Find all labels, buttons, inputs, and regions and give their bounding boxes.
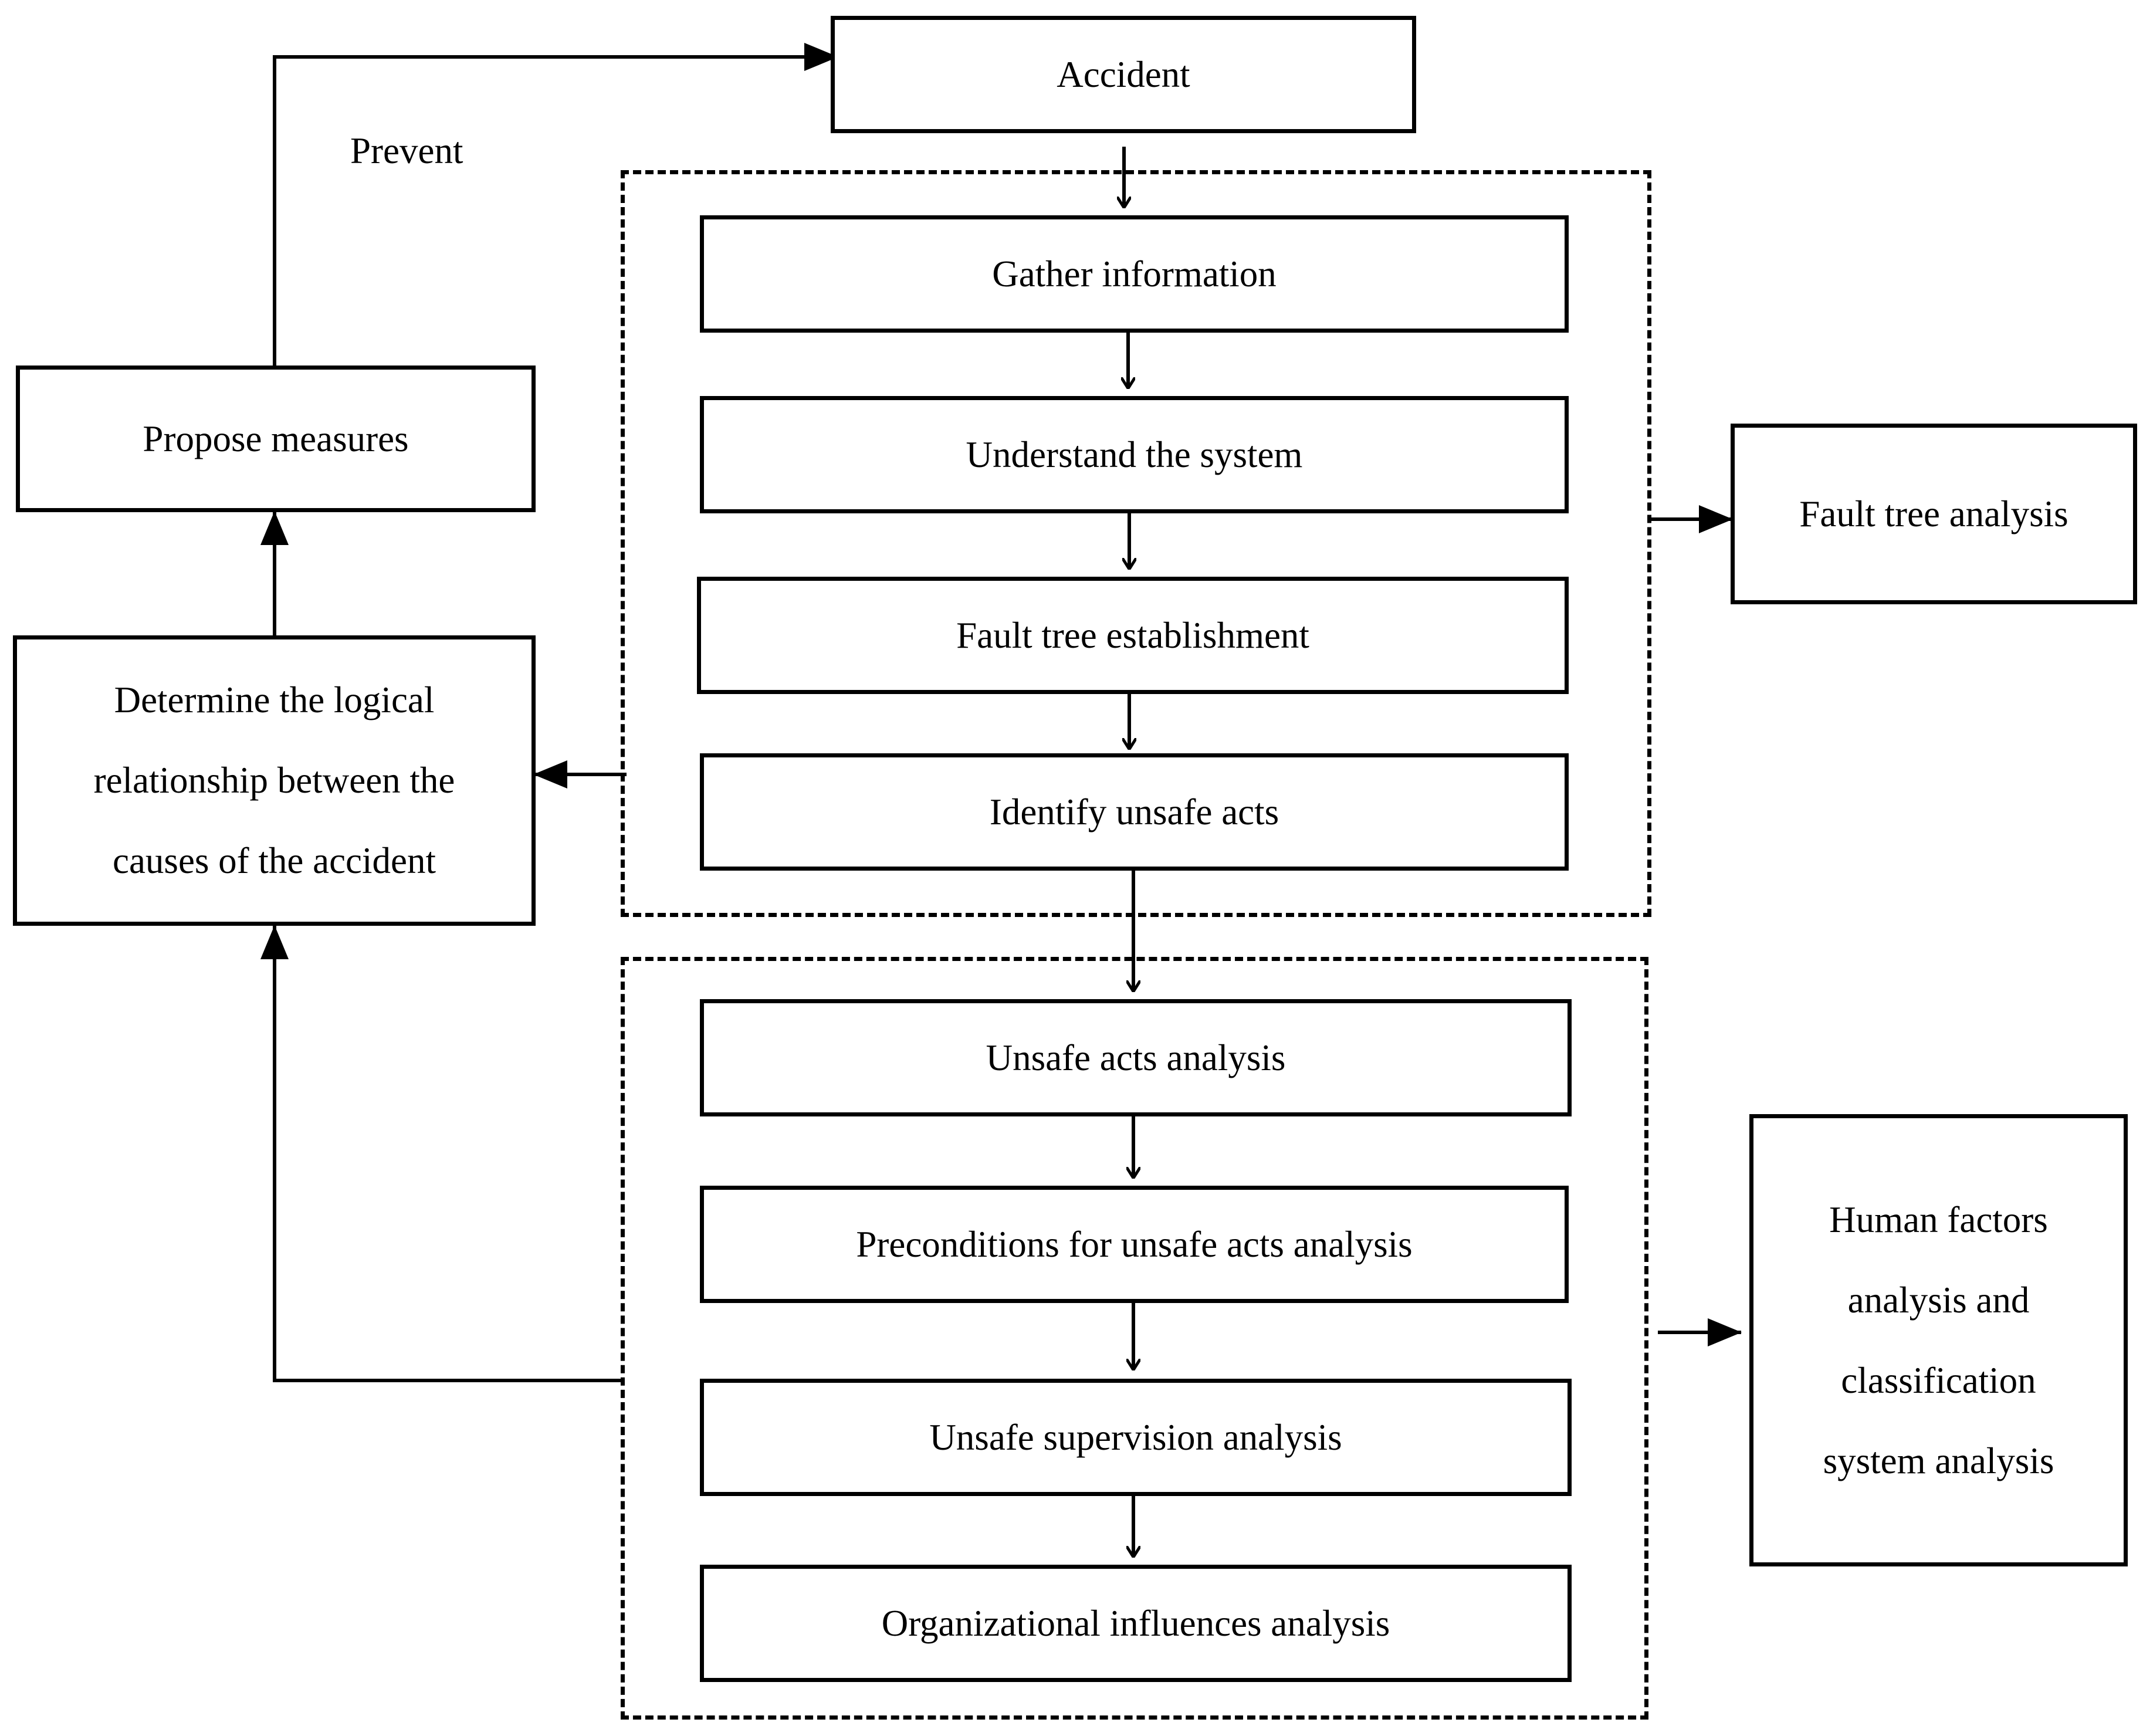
prevent-label: Prevent: [350, 130, 463, 171]
preconditions-analysis-node: Preconditions for unsafe acts analysis: [700, 1186, 1569, 1303]
identify-unsafe-acts-node: Identify unsafe acts: [700, 753, 1569, 871]
gather-information-label: Gather information: [992, 253, 1277, 295]
propose-measures-label: Propose measures: [143, 418, 409, 459]
gather-information-node: Gather information: [700, 215, 1569, 333]
propose-measures-node: Propose measures: [16, 366, 536, 512]
fault-tree-establishment-label: Fault tree establishment: [956, 614, 1309, 656]
hfacs-analysis-label: Human factors analysis and classificatio…: [1823, 1199, 2054, 1481]
determine-relationship-node: Determine the logical relationship betwe…: [13, 635, 536, 926]
fault-tree-group-frame: [621, 170, 1651, 917]
fault-tree-analysis-node: Fault tree analysis: [1731, 424, 2137, 604]
unsafe-acts-analysis-node: Unsafe acts analysis: [700, 999, 1572, 1116]
unsafe-supervision-analysis-node: Unsafe supervision analysis: [700, 1379, 1572, 1496]
fault-tree-analysis-label: Fault tree analysis: [1799, 493, 2068, 534]
organizational-influences-analysis-node: Organizational influences analysis: [700, 1565, 1572, 1682]
unsafe-acts-analysis-label: Unsafe acts analysis: [986, 1037, 1286, 1078]
accident-label: Accident: [1057, 53, 1190, 95]
understand-system-label: Understand the system: [966, 434, 1303, 475]
connector-hfacs-group-to-relationship: [260, 925, 622, 1382]
organizational-influences-analysis-label: Organizational influences analysis: [881, 1602, 1390, 1644]
fault-tree-establishment-node: Fault tree establishment: [697, 577, 1569, 694]
determine-relationship-label: Determine the logical relationship betwe…: [93, 679, 455, 881]
unsafe-supervision-analysis-label: Unsafe supervision analysis: [929, 1416, 1342, 1458]
identify-unsafe-acts-label: Identify unsafe acts: [989, 791, 1279, 833]
hfacs-analysis-node: Human factors analysis and classificatio…: [1749, 1114, 2128, 1566]
accident-node: Accident: [831, 16, 1416, 133]
connector-propose-to-accident: [273, 43, 838, 366]
preconditions-analysis-label: Preconditions for unsafe acts analysis: [856, 1223, 1413, 1265]
understand-system-node: Understand the system: [700, 396, 1569, 513]
